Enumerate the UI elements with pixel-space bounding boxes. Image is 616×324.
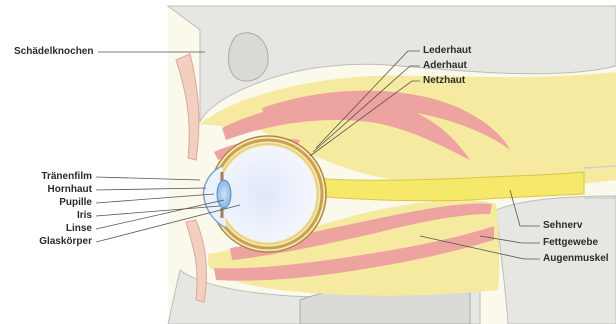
label-pupille: Pupille bbox=[59, 197, 92, 209]
lens bbox=[217, 180, 231, 208]
label-hornhaut: Hornhaut bbox=[48, 184, 92, 196]
label-glaskoerper: Glaskörper bbox=[39, 236, 92, 248]
vitreous-body bbox=[220, 146, 316, 242]
skull-socket-cavity bbox=[229, 33, 269, 81]
label-schaedelknochen: Schädelknochen bbox=[14, 46, 93, 58]
label-iris: Iris bbox=[77, 210, 92, 222]
label-fettgewebe: Fettgewebe bbox=[543, 237, 598, 249]
label-traenenfilm: Tränenfilm bbox=[41, 171, 92, 183]
label-augenmuskel: Augenmuskel bbox=[543, 253, 609, 265]
label-netzhaut: Netzhaut bbox=[423, 75, 465, 87]
label-aderhaut: Aderhaut bbox=[423, 60, 467, 72]
label-lederhaut: Lederhaut bbox=[423, 45, 471, 57]
label-sehnerv: Sehnerv bbox=[543, 220, 582, 232]
label-linse: Linse bbox=[66, 223, 92, 235]
